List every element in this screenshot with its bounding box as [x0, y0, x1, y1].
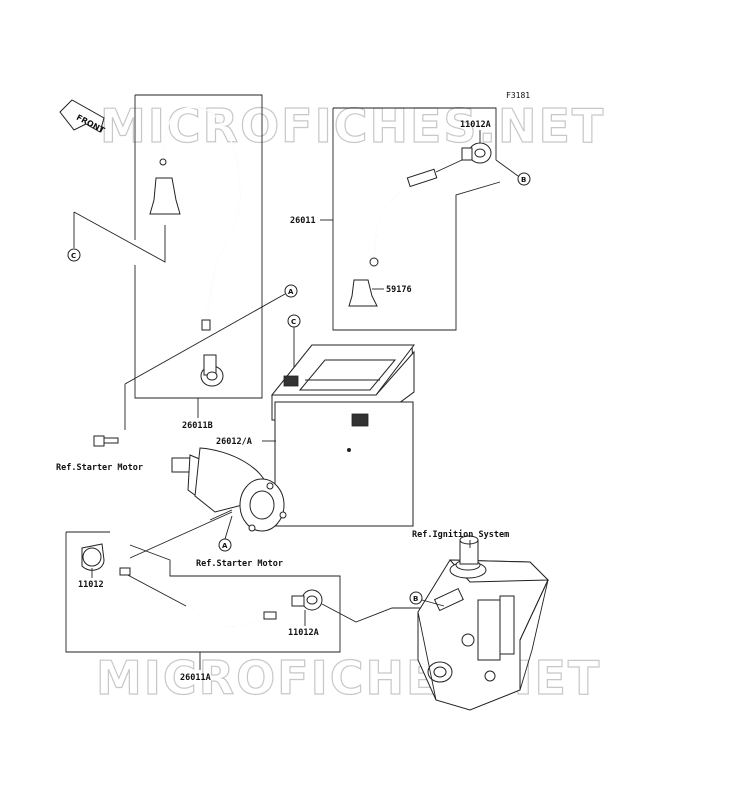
part-26012a: 26012/A: [216, 437, 252, 447]
battery-26012a: [270, 344, 416, 527]
terminal-boot-11012a-bottom: [291, 589, 323, 611]
part-11012a-bottom: 11012A: [288, 628, 319, 638]
watermark-bottom: MICROFICHES.NET: [96, 651, 601, 705]
cable-26011: [373, 184, 413, 261]
starter-motor: [171, 447, 287, 532]
svg-text:A: A: [222, 542, 228, 550]
svg-text:A: A: [288, 288, 294, 296]
group-box-26011b: [134, 94, 263, 399]
cable-26011a: [121, 571, 187, 607]
terminal-boot-left: [200, 354, 224, 387]
rubber-boot-59176: [348, 279, 378, 307]
part-26011a: 26011A: [180, 673, 211, 683]
part-11012: 11012: [78, 580, 104, 590]
ignition-housing: [417, 535, 550, 711]
part-59176: 59176: [386, 285, 412, 295]
part-26011b: 26011B: [182, 421, 213, 431]
ref-starter-motor-center: Ref.Starter Motor: [196, 559, 283, 569]
callout-a-top: [284, 284, 298, 298]
part-11012a-top: 11012A: [460, 120, 491, 130]
callout-c-left: [67, 248, 81, 262]
rubber-boot-top-left: [149, 177, 181, 215]
callout-b-bottom: [409, 591, 423, 605]
svg-text:B: B: [521, 176, 526, 184]
svg-text:C: C: [71, 252, 76, 260]
callout-b-top: [517, 172, 531, 186]
group-box-26011: [332, 108, 501, 331]
bolt-starter-left: [93, 435, 119, 447]
ref-starter-motor-left: Ref.Starter Motor: [56, 463, 143, 473]
figure-id: F3181: [506, 91, 530, 100]
terminal-cap-11012: [81, 543, 105, 571]
svg-text:C: C: [291, 318, 296, 326]
terminal-boot-11012a-top: [461, 142, 492, 164]
part-26011: 26011: [290, 216, 316, 226]
ref-ignition-system: Ref.Ignition System: [412, 529, 509, 540]
watermark-top: MICROFICHES.NET: [100, 99, 605, 153]
svg-text:B: B: [413, 595, 418, 603]
group-box-26011a: [65, 532, 341, 653]
